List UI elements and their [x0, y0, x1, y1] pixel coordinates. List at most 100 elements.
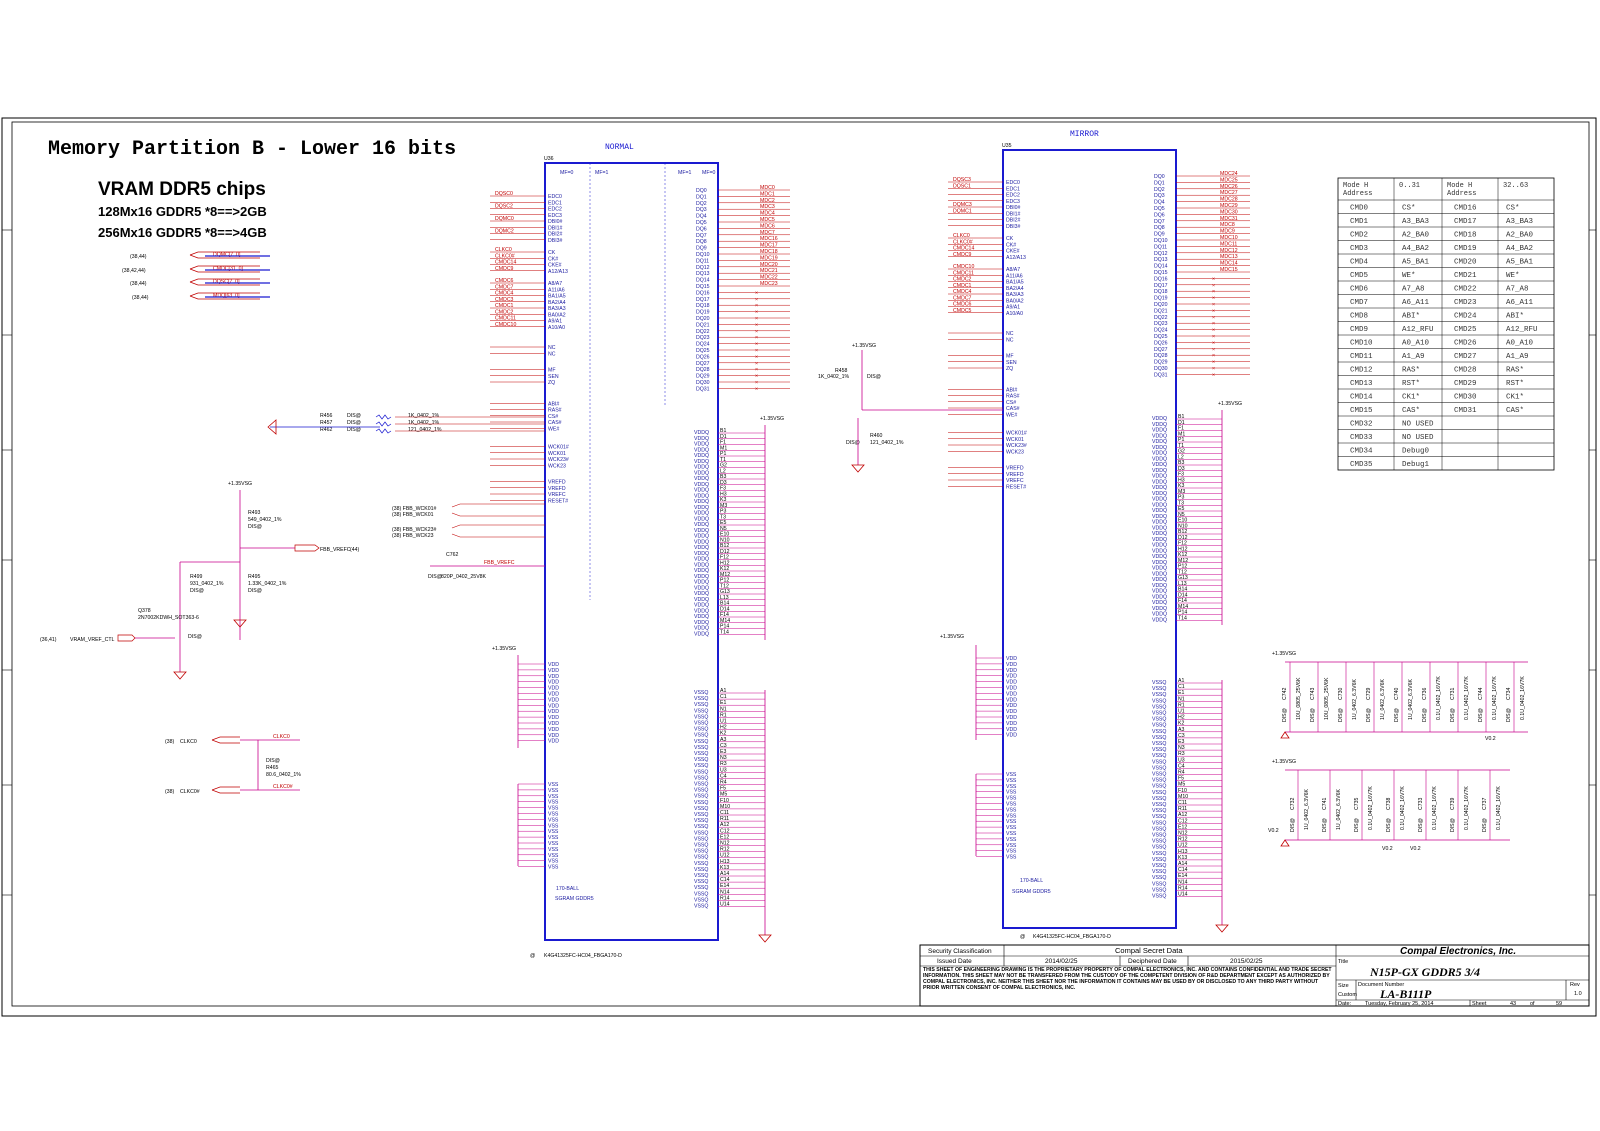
svg-text:DIS@: DIS@ — [846, 440, 860, 446]
no-connect-mark: × — [1212, 340, 1215, 346]
svg-text:F3: F3 — [1178, 472, 1184, 478]
svg-text:VDD: VDD — [548, 668, 559, 674]
table-cell: Debug1 — [1402, 461, 1430, 469]
decap-value: 1U_0402_6.3V6K — [1380, 679, 1386, 720]
normal-vssq-ball: F5 — [720, 786, 726, 792]
mirror-left-pin: CS# — [1006, 400, 1016, 406]
decap-refdes: C740 — [1394, 687, 1400, 700]
normal-vssq-ball: C1 — [720, 694, 727, 700]
svg-text:VDDQ: VDDQ — [694, 516, 709, 522]
table-cell: CMD28 — [1454, 367, 1477, 375]
mirror-left-pin: SEN — [1006, 360, 1017, 366]
no-connect-mark: × — [755, 374, 758, 380]
normal-right-pin: DQ14 — [696, 278, 710, 284]
svg-text:1.0: 1.0 — [1574, 991, 1582, 997]
mirror-left-net: CMDC14 — [953, 246, 974, 252]
mirror-right-net: MDC29 — [1220, 203, 1238, 209]
table-cell: RAS* — [1402, 367, 1420, 375]
svg-text:1.33K_0402_1%: 1.33K_0402_1% — [248, 581, 287, 587]
mirror-right-net: MDC31 — [1220, 216, 1238, 222]
svg-text:VSSQ: VSSQ — [694, 812, 708, 818]
mirror-right-pin: DQ7 — [1154, 219, 1165, 225]
table-cell: CMD22 — [1454, 286, 1477, 294]
normal-vssq-ball: R1 — [720, 712, 727, 718]
svg-text:1K_0402_1%: 1K_0402_1% — [818, 374, 850, 380]
normal-vssq-ball: A12 — [720, 822, 729, 828]
normal-right-net: MDC0 — [760, 185, 775, 191]
table-cell: A12_RFU — [1506, 326, 1538, 334]
normal-right-net: MDC21 — [760, 268, 778, 274]
svg-text:DIS@: DIS@ — [1282, 708, 1288, 722]
svg-text:VSSQ: VSSQ — [1152, 741, 1166, 747]
svg-text:R458: R458 — [835, 368, 848, 374]
mirror-left-pin: RAS# — [1006, 394, 1020, 400]
mirror-right-pin: DQ25 — [1154, 334, 1168, 340]
svg-text:C14: C14 — [1178, 867, 1188, 873]
decap-note-2: V0.2 — [1382, 846, 1393, 852]
svg-text:VSS: VSS — [548, 829, 559, 835]
mirror-left-net: DQMC1 — [953, 208, 972, 214]
table-cell: WE* — [1402, 272, 1416, 280]
normal-vssq-ball: N1 — [720, 706, 727, 712]
svg-text:931_0402_1%: 931_0402_1% — [190, 581, 224, 587]
svg-text:VSS: VSS — [1006, 855, 1017, 861]
normal-vddq-ball: L2 — [720, 468, 726, 474]
mirror-right-pin: DQ5 — [1154, 206, 1165, 212]
svg-text:VSSQ: VSSQ — [1152, 735, 1166, 741]
svg-text:VSSQ: VSSQ — [694, 702, 708, 708]
mirror-right-pin: DQ18 — [1154, 289, 1168, 295]
no-connect-mark: × — [1212, 315, 1215, 321]
normal-right-pin: DQ10 — [696, 252, 710, 258]
mirror-right-pin: DQ26 — [1154, 340, 1168, 346]
table-cell: CMD1 — [1350, 218, 1369, 226]
table-cell: CMD21 — [1454, 272, 1477, 280]
normal-right-pin: DQ12 — [696, 265, 710, 271]
svg-text:A3: A3 — [1178, 727, 1184, 733]
svg-text:VDDQ: VDDQ — [694, 522, 709, 528]
svg-text:F10: F10 — [1178, 788, 1187, 794]
mirror-left-net: DQSC1 — [953, 183, 971, 189]
svg-text:+1.35VSG: +1.35VSG — [940, 634, 964, 640]
normal-power-pins: B1VDDQD1VDDQF1VDDQM1VDDQP1VDDQT1VDDQG2VD… — [492, 416, 784, 943]
table-cell: CMD6 — [1350, 286, 1369, 294]
svg-text:VDD: VDD — [1006, 709, 1017, 715]
no-connect-mark: × — [755, 386, 758, 392]
table-header: 0..31 — [1399, 182, 1420, 190]
svg-text:@: @ — [530, 953, 535, 959]
normal-vddq-ball: F14 — [720, 612, 729, 618]
normal-vddq-ball: F3 — [720, 486, 726, 492]
normal-vssq-ball: U1 — [720, 719, 727, 725]
normal-right-pin: DQ24 — [696, 342, 710, 348]
svg-text:VSSQ: VSSQ — [1152, 784, 1166, 790]
svg-text:VSSQ: VSSQ — [1152, 826, 1166, 832]
normal-left-pin: DBI3# — [548, 238, 563, 244]
svg-text:VDDQ: VDDQ — [1152, 531, 1167, 537]
svg-text:VSSQ: VSSQ — [1152, 869, 1166, 875]
svg-text:N15P-GX GDDR5 3/4: N15P-GX GDDR5 3/4 — [1369, 965, 1480, 979]
table-cell: CAS* — [1506, 407, 1524, 415]
svg-text:K2: K2 — [1178, 721, 1184, 727]
normal-right-net: MDC3 — [760, 204, 775, 210]
svg-text:VDD: VDD — [548, 739, 559, 745]
svg-text:VSSQ: VSSQ — [694, 830, 708, 836]
svg-text:VSSQ: VSSQ — [694, 904, 708, 910]
svg-text:VDDQ: VDDQ — [1152, 583, 1167, 589]
svg-text:N3: N3 — [1178, 745, 1185, 751]
zone-ticks — [2, 229, 1596, 896]
normal-left-pin: CK — [548, 250, 556, 256]
svg-text:T1: T1 — [1178, 443, 1184, 449]
config-line-2: 256Mx16 GDDR5 *8==>4GB — [98, 225, 267, 240]
normal-vssq-ball: R11 — [720, 816, 729, 822]
normal-vddq-ball: E5 — [720, 520, 726, 526]
svg-text:VDDQ: VDDQ — [1152, 474, 1167, 480]
svg-text:+1.35VSG: +1.35VSG — [228, 481, 252, 487]
svg-text:VSSQ: VSSQ — [694, 788, 708, 794]
normal-right-pin: DQ21 — [696, 322, 710, 328]
normal-right-pin: DQ17 — [696, 297, 710, 303]
normal-vssq-ball: U12 — [720, 853, 730, 859]
svg-text:VDDQ: VDDQ — [1152, 514, 1167, 520]
svg-text:VSSQ: VSSQ — [694, 733, 708, 739]
mirror-right-pin: DQ16 — [1154, 276, 1168, 282]
table-cell: CMD10 — [1350, 340, 1373, 348]
